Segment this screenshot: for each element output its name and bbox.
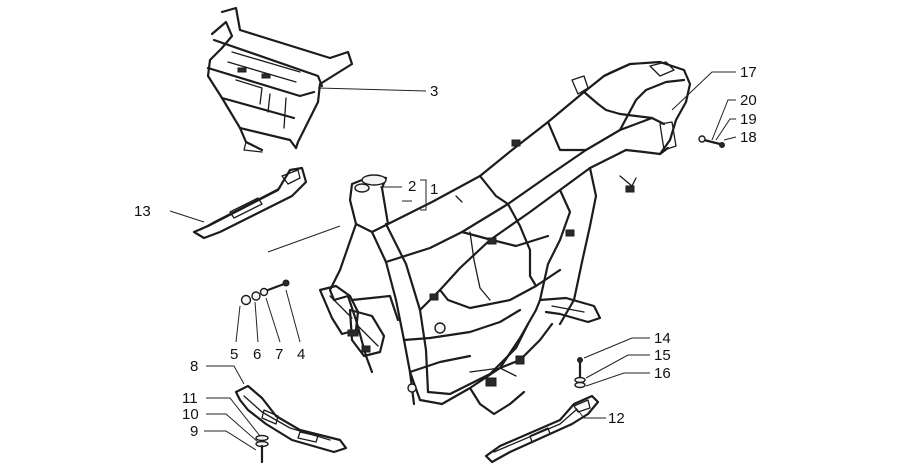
callout-15: 15 — [654, 347, 671, 364]
callout-12: 12 — [608, 410, 625, 427]
callout-14: 14 — [654, 330, 671, 347]
part-screw-set — [698, 135, 725, 148]
callout-7: 7 — [275, 346, 283, 363]
callout-18: 18 — [740, 129, 757, 146]
callout-2: 2 — [408, 178, 416, 195]
callout-1: 1 — [430, 181, 438, 198]
callout-3: 3 — [430, 83, 438, 100]
callout-10: 10 — [182, 406, 199, 423]
callout-4: 4 — [297, 346, 305, 363]
part-stacked-fasteners — [255, 434, 269, 464]
part-bolt-washer-set-right — [574, 357, 586, 389]
callout-16: 16 — [654, 365, 671, 382]
part-footrest-lower-left — [234, 384, 348, 454]
callout-19: 19 — [740, 111, 757, 128]
callout-13: 13 — [134, 203, 151, 220]
callout-labels: 1 2 3 4 5 6 7 8 9 10 11 12 13 14 15 16 1… — [134, 64, 757, 440]
callout-5: 5 — [230, 346, 238, 363]
callout-11: 11 — [182, 390, 198, 407]
callout-6: 6 — [253, 346, 261, 363]
callout-9: 9 — [190, 423, 198, 440]
part-bolt-washer-set — [240, 279, 290, 306]
part-upper-subframe — [206, 6, 354, 153]
callout-20: 20 — [740, 92, 757, 109]
part-cap — [354, 183, 370, 193]
leader-lines — [169, 71, 737, 451]
part-footrest-lower-right — [484, 394, 600, 464]
part-main-frame — [318, 60, 692, 416]
callout-17: 17 — [740, 64, 757, 81]
part-footrest-bracket-upper-left — [192, 166, 308, 240]
callout-8: 8 — [190, 358, 198, 375]
